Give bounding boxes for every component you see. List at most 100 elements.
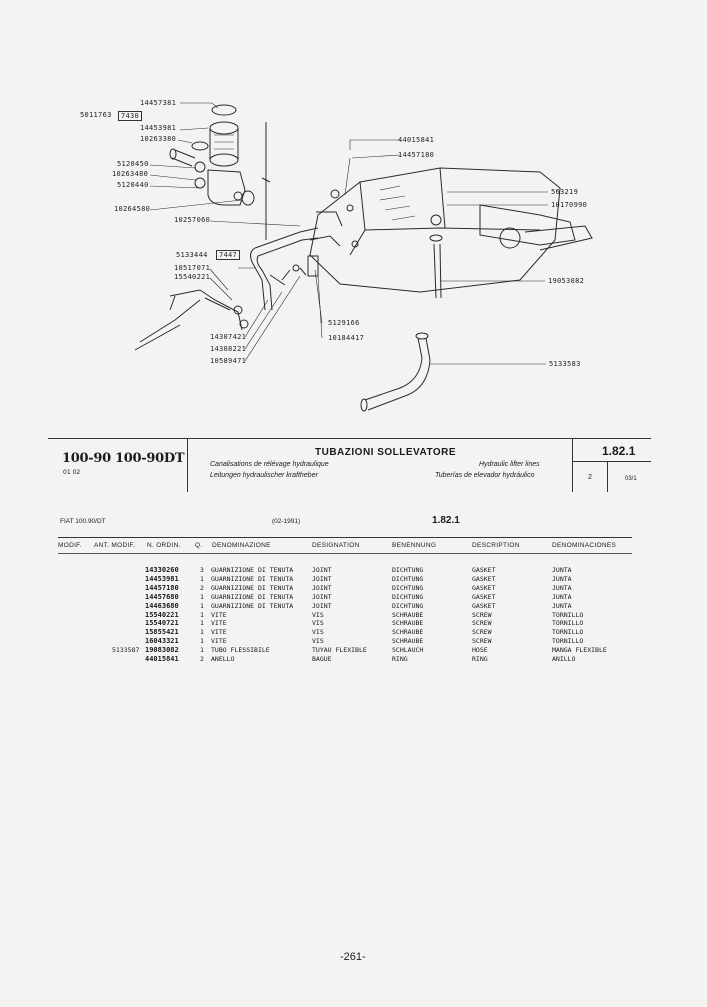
part-label-boxed: 7447 (216, 250, 241, 260)
cell-q: 1 (200, 592, 204, 601)
cell-num: 16043321 (145, 637, 179, 646)
cell-q: 1 (200, 646, 204, 655)
header-divider-left (187, 438, 188, 492)
sheet-code: 03/1 (625, 476, 637, 482)
cell-fr: JOINT (312, 592, 332, 601)
page-number: -261- (340, 951, 366, 963)
cell-num: 15540721 (145, 619, 179, 628)
cell-num: 15855421 (145, 628, 179, 637)
part-label: 5011763 (80, 111, 112, 119)
cell-en: GASKET (472, 601, 496, 610)
cell-de: SCHRAUBE (392, 619, 424, 628)
cell-de: DICHTUNG (392, 566, 424, 574)
cell-ant: 5133587 (112, 646, 140, 655)
cell-q: 1 (200, 601, 204, 610)
cell-en: SCREW (472, 637, 492, 646)
part-label: 5120450 (117, 160, 149, 168)
column-header: DESIGNATION (312, 542, 360, 549)
cell-q: 3 (200, 566, 204, 574)
page-count: 2 (588, 474, 592, 481)
cell-q: 1 (200, 574, 204, 583)
part-label: 14453981 (140, 124, 177, 132)
cell-it: VITE (211, 637, 227, 646)
part-label: 14457381 (140, 99, 177, 107)
part-label: 10263380 (140, 135, 177, 143)
part-label: 5133583 (549, 360, 581, 368)
cell-es: JUNTA (552, 583, 572, 592)
title-de: Leitungen hydraulischer kraftheber (210, 472, 318, 479)
part-label: 10170990 (551, 201, 588, 209)
part-label: 14457180 (398, 151, 435, 159)
cell-en: SCREW (472, 628, 492, 637)
cell-de: DICHTUNG (392, 583, 424, 592)
cell-en: GASKET (472, 574, 496, 583)
cell-it: ANELLO (211, 655, 235, 663)
title-fr: Canalisations de rélévage hydraulique (210, 461, 329, 468)
column-header: DENOMINAZIONE (212, 542, 271, 549)
header-top-rule (48, 438, 651, 439)
column-header: ANT. MODIF. (94, 542, 136, 549)
cell-it: GUARNIZIONE DI TENUTA (211, 566, 294, 574)
part-label: 563219 (551, 188, 579, 196)
title-es: Tuberías de elevador hydráulico (435, 472, 535, 479)
cell-es: MANGA FLEXIBLE (552, 646, 607, 655)
cell-num: 44015841 (145, 655, 179, 663)
cell-num: 14457680 (145, 592, 179, 601)
part-label: 5129166 (328, 319, 360, 327)
column-header: BENENNUNG (392, 542, 437, 549)
cell-de: SCHRAUBE (392, 637, 424, 646)
cell-fr: JOINT (312, 601, 332, 610)
cell-de: RING (392, 655, 408, 663)
cell-it: GUARNIZIONE DI TENUTA (211, 592, 294, 601)
part-label: 10184417 (328, 334, 365, 342)
table-row: 14463680 1 GUARNIZIONE DI TENUTA JOINT DICHT… (0, 602, 707, 611)
part-label: 5120440 (117, 181, 149, 189)
cell-num: 15540221 (145, 610, 179, 619)
cell-es: TORNILLO (552, 619, 584, 628)
cell-es: JUNTA (552, 592, 572, 601)
part-label: 10589471 (210, 357, 247, 365)
cell-fr: JOINT (312, 566, 332, 574)
exploded-parts-diagram (134, 102, 593, 412)
cell-en: RING (472, 655, 488, 663)
part-label: 10263480 (112, 170, 149, 178)
cell-es: ANILLO (552, 655, 576, 663)
cell-q: 1 (200, 619, 204, 628)
cell-en: GASKET (472, 583, 496, 592)
cell-fr: JOINT (312, 583, 332, 592)
header-section-underline (572, 461, 651, 462)
cell-de: DICHTUNG (392, 574, 424, 583)
cell-fr: BAGUE (312, 655, 332, 663)
listing-date: (02-1991) (272, 518, 301, 525)
cell-fr: TUYAU FLEXIBLE (312, 646, 367, 655)
cell-q: 2 (200, 655, 204, 663)
column-header: DENOMINACIONES (552, 542, 617, 549)
cell-q: 1 (200, 610, 204, 619)
header-section-divider (607, 461, 608, 492)
cell-de: DICHTUNG (392, 601, 424, 610)
column-header: N. ORDIN. (147, 542, 181, 549)
cell-de: SCHRAUBE (392, 610, 424, 619)
cell-it: VITE (211, 610, 227, 619)
cell-q: 2 (200, 583, 204, 592)
cell-num: 14463680 (145, 601, 179, 610)
cell-it: GUARNIZIONE DI TENUTA (211, 601, 294, 610)
cell-de: SCHRAUBE (392, 628, 424, 637)
title-en: Hydraulic lifter lines (479, 461, 540, 468)
cell-it: VITE (211, 619, 227, 628)
cell-it: VITE (211, 628, 227, 637)
column-header: Q. (195, 542, 203, 549)
part-label: 5133444 (176, 251, 208, 259)
part-label: 10517071 (174, 264, 211, 272)
model-subtitle: 01 02 (63, 469, 81, 476)
cell-fr: VIS (312, 637, 324, 646)
cell-num: 19083082 (145, 646, 179, 655)
listing-section: 1.82.1 (432, 515, 460, 526)
cell-es: TORNILLO (552, 610, 584, 619)
